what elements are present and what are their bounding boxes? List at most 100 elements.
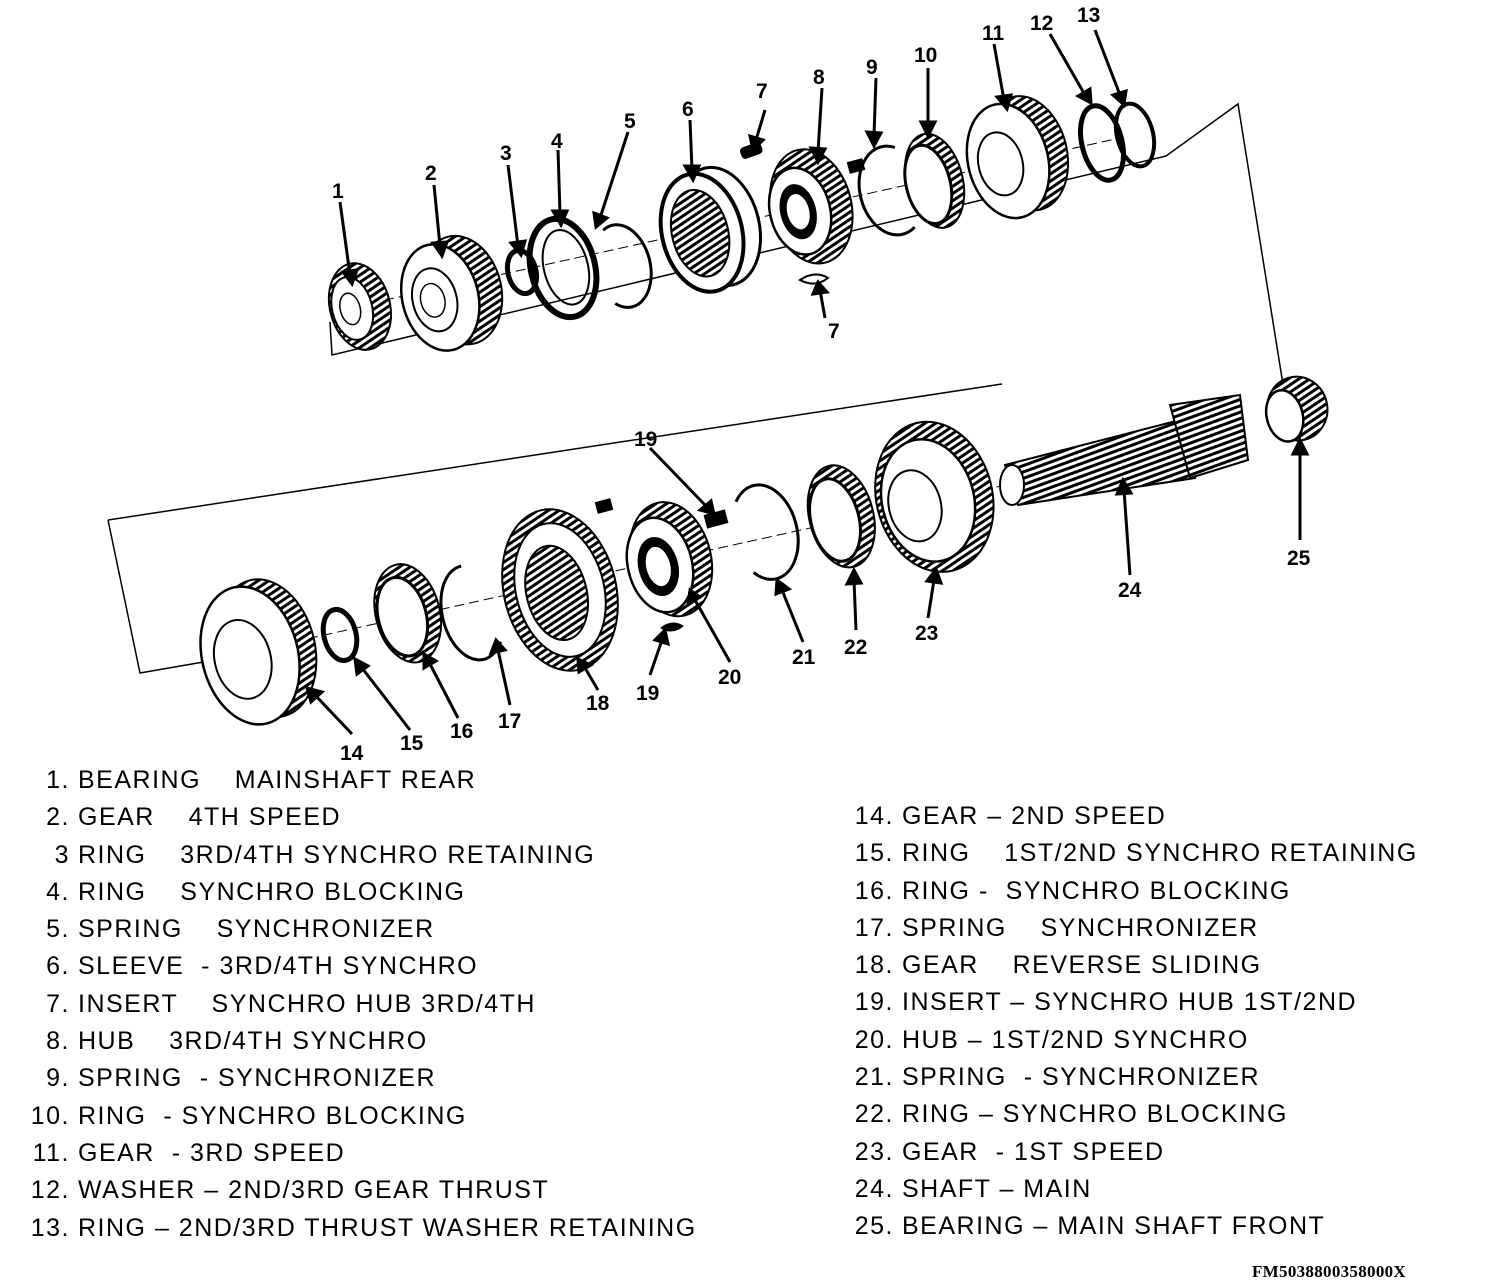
callout-3: 3 — [500, 142, 512, 165]
callout-25: 25 — [1287, 547, 1311, 570]
legend-item-label: SHAFT – MAIN — [902, 1174, 1092, 1203]
legend-item-label: SPRING SYNCHRONIZER — [902, 913, 1259, 942]
part-15-ring-retaining — [320, 606, 360, 664]
callout-24: 24 — [1118, 579, 1142, 602]
legend-item-12: 12. WASHER – 2ND/3RD GEAR THRUST — [22, 1172, 802, 1209]
callout-18: 18 — [586, 692, 610, 715]
legend-item-13: 13. RING – 2ND/3RD THRUST WASHER RETAININ… — [22, 1210, 802, 1247]
legend-item-label: SPRING SYNCHRONIZER — [78, 915, 435, 944]
part-9-spring-synchronizer — [857, 144, 916, 237]
callout-21: 21 — [792, 646, 816, 669]
callout-8: 8 — [813, 66, 825, 89]
legend-item-label: RING SYNCHRO BLOCKING — [78, 877, 466, 906]
legend-item-4: 4. RING SYNCHRO BLOCKING — [22, 874, 802, 911]
callout-20: 20 — [718, 666, 741, 689]
legend-item-number: 13. — [30, 1213, 70, 1242]
legend-item-number: 7. — [46, 989, 70, 1018]
callout-9: 9 — [866, 56, 878, 79]
callout-2: 2 — [425, 162, 437, 185]
part-20-hub-synchro — [625, 501, 714, 618]
legend-item-label: GEAR REVERSE SLIDING — [902, 951, 1262, 980]
legend-item-24: 24. SHAFT – MAIN — [846, 1171, 1486, 1208]
legend-item-number: 25. — [854, 1212, 894, 1241]
part-23-gear-1st-speed — [874, 420, 995, 573]
legend-item-label: BEARING MAINSHAFT REAR — [78, 766, 477, 794]
legend-item-20: 20. HUB – 1ST/2ND SYNCHRO — [846, 1022, 1486, 1059]
legend-item-number: 5. — [46, 915, 70, 944]
legend-item-label: RING – 2ND/3RD THRUST WASHER RETAINING — [78, 1213, 697, 1242]
legend-item-number: 4. — [46, 877, 70, 906]
part-10-ring-synchro-blocking — [903, 132, 966, 229]
callout-4: 4 — [551, 130, 563, 153]
exploded-view-diagram: 1 2 3 4 5 6 7 8 9 10 11 12 13 7 19 14 15… — [107, 4, 1329, 760]
legend-item-label: SLEEVE - 3RD/4TH SYNCHRO — [78, 952, 479, 981]
legend-item-label: RING – SYNCHRO BLOCKING — [902, 1100, 1288, 1129]
callout-16: 16 — [450, 720, 473, 743]
legend-item-5: 5. SPRING SYNCHRONIZER — [22, 911, 802, 948]
legend-item-2: 2.GEAR 4TH SPEED — [22, 799, 802, 836]
callout-17: 17 — [498, 710, 521, 733]
leader-lines — [304, 29, 1310, 736]
legend-item-number: 8. — [46, 1027, 70, 1056]
callout-12: 12 — [1030, 12, 1053, 35]
figure-code: FM5038800358000X — [1252, 1262, 1407, 1281]
legend-item-label: HUB – 1ST/2ND SYNCHRO — [902, 1025, 1249, 1054]
legend-item-number: 24. — [854, 1174, 894, 1203]
legend-item-label: RING - SYNCHRO BLOCKING — [902, 876, 1291, 905]
callout-6: 6 — [682, 98, 694, 121]
legend-item-label: HUB 3RD/4TH SYNCHRO — [78, 1027, 428, 1056]
callout-7-upper: 7 — [756, 80, 768, 103]
legend-item-number: 1. — [46, 766, 70, 794]
legend-item-number: 10. — [30, 1101, 70, 1130]
part-24-shaft-main — [999, 393, 1250, 507]
part-2-gear-4th-speed — [399, 234, 504, 352]
legend-item-number: 20. — [854, 1025, 894, 1054]
part-21-spring-synchronizer — [734, 483, 800, 581]
legend-item-number: 21. — [854, 1063, 894, 1092]
legend-item-number: 15. — [854, 839, 894, 868]
callout-10: 10 — [914, 44, 937, 67]
callout-7-lower: 7 — [828, 320, 840, 343]
legend-item-14: 14.GEAR – 2ND SPEED — [846, 798, 1486, 835]
legend-item-number: 2. — [46, 803, 70, 832]
legend-item-6: 6. SLEEVE - 3RD/4TH SYNCHRO — [22, 948, 802, 985]
legend-item-number: 14. — [854, 802, 894, 830]
legend-item-label: INSERT – SYNCHRO HUB 1ST/2ND — [902, 988, 1358, 1017]
legend-item-23: 23.GEAR - 1ST SPEED — [846, 1134, 1486, 1171]
part-18-gear-reverse-sliding — [501, 508, 619, 672]
part-22-ring-synchro-blocking — [806, 464, 876, 569]
part-4-ring-synchro-blocking — [526, 215, 600, 321]
legend-item-number: 17. — [854, 913, 894, 942]
legend-item-number: 19. — [854, 988, 894, 1017]
legend-item-8: 8. HUB 3RD/4TH SYNCHRO — [22, 1023, 802, 1060]
legend-item-number: 12. — [30, 1176, 70, 1205]
legend-item-18: 18.GEAR REVERSE SLIDING — [846, 947, 1486, 984]
part-14-gear-2nd-speed — [199, 578, 318, 726]
legend-item-label: GEAR - 3RD SPEED — [78, 1138, 346, 1167]
legend-item-10: 10. RING - SYNCHRO BLOCKING — [22, 1098, 802, 1135]
legend-item-19: 19. INSERT – SYNCHRO HUB 1ST/2ND — [846, 984, 1486, 1021]
callout-15: 15 — [400, 732, 424, 755]
part-12-washer-thrust — [1078, 103, 1126, 183]
legend-item-22: 22.RING – SYNCHRO BLOCKING — [846, 1096, 1486, 1133]
part-7-insert-lower — [798, 273, 830, 285]
legend-item-number: 6. — [46, 952, 70, 981]
callout-11: 11 — [982, 22, 1005, 45]
part-1-bearing-mainshaft-rear — [327, 262, 392, 351]
legend-item-label: RING - SYNCHRO BLOCKING — [78, 1101, 467, 1130]
legend-item-number: 16. — [854, 876, 894, 905]
callout-23: 23 — [915, 622, 938, 645]
legend-item-label: WASHER – 2ND/3RD GEAR THRUST — [78, 1176, 550, 1205]
part-8-hub-synchro — [767, 148, 854, 265]
legend-item-label: RING 3RD/4TH SYNCHRO RETAINING — [78, 840, 596, 869]
legend-item-label: BEARING – MAIN SHAFT FRONT — [902, 1212, 1326, 1241]
legend-left-column: 1. BEARING MAINSHAFT REAR 2.GEAR 4TH SPEE… — [22, 762, 802, 1247]
callout-labels: 1 2 3 4 5 6 7 8 9 10 11 12 13 7 19 14 15… — [332, 4, 1311, 760]
legend-item-9: 9.SPRING - SYNCHRONIZER — [22, 1060, 802, 1097]
part-16-ring-synchro-blocking — [373, 563, 442, 664]
legend-item-16: 16. RING - SYNCHRO BLOCKING — [846, 873, 1486, 910]
part-13-ring-retaining — [1113, 101, 1157, 169]
callout-13: 13 — [1077, 4, 1100, 27]
part-5-spring-synchronizer — [602, 223, 653, 309]
